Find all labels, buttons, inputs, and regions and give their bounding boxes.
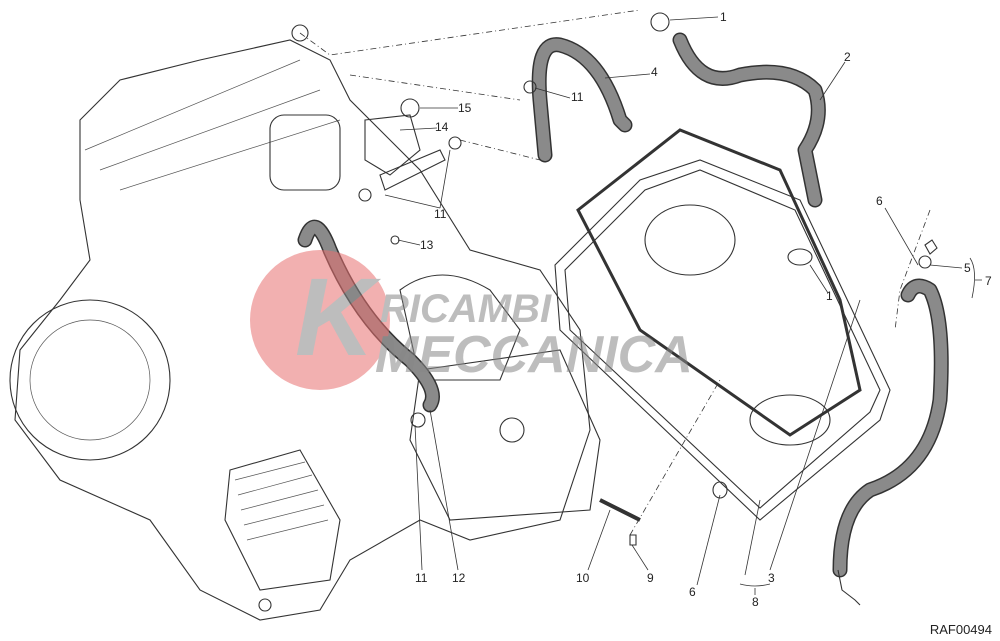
callout-8: 8	[752, 595, 759, 609]
engine-block	[9, 24, 601, 621]
callout-1: 1	[826, 289, 833, 303]
hoses	[297, 12, 949, 606]
callout-2: 2	[844, 50, 851, 64]
callout-15: 15	[458, 101, 472, 115]
callout-4: 4	[651, 65, 658, 79]
callout-14: 14	[435, 120, 449, 134]
svg-text:MECCANICA: MECCANICA	[375, 326, 693, 384]
valve-cover	[554, 128, 891, 521]
svg-text:K: K	[295, 256, 382, 379]
callout-9: 9	[647, 571, 654, 585]
callout-11: 11	[434, 207, 447, 221]
callout-1: 1	[720, 10, 727, 24]
watermark-logo: K RICAMBI MECCANICA	[250, 250, 693, 390]
callout-12: 12	[452, 571, 466, 585]
callout-6: 6	[876, 194, 883, 208]
callout-7: 7	[985, 274, 992, 288]
drawing-code: RAF00494	[929, 622, 992, 637]
callout-11: 11	[415, 571, 428, 585]
callout-11: 11	[571, 90, 584, 104]
svg-text:RICAMBI: RICAMBI	[380, 287, 552, 331]
callout-13: 13	[420, 238, 434, 252]
callout-5: 5	[964, 261, 971, 275]
callout-10: 10	[576, 571, 590, 585]
callout-6: 6	[689, 585, 696, 599]
callout-3: 3	[768, 571, 775, 585]
leader-lines	[299, 9, 982, 595]
